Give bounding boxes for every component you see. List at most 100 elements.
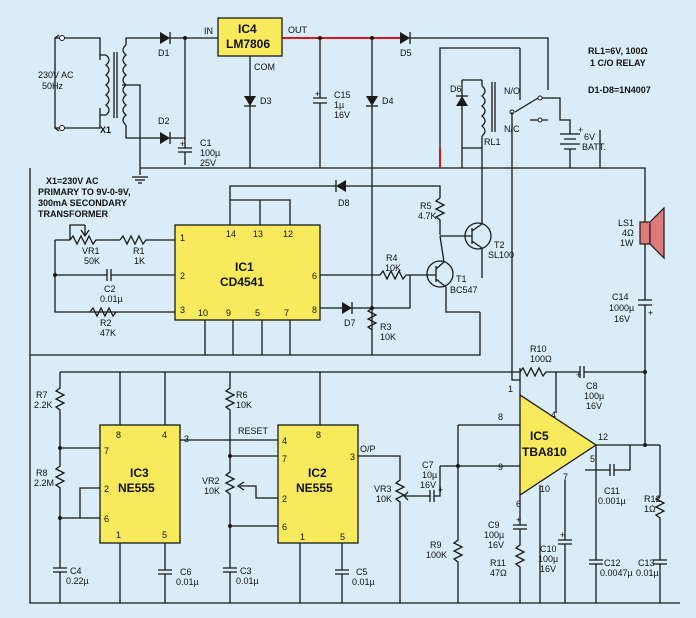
ac-label-line1: 230V AC: [38, 70, 74, 80]
svg-text:+: +: [315, 89, 320, 99]
capacitor-c15: + C15 1µ 16V: [313, 38, 351, 168]
c15-value: 1µ: [334, 100, 344, 110]
t2-name: T2: [494, 240, 505, 250]
r1-name: R1: [133, 246, 145, 256]
c3-name: C3: [240, 566, 252, 576]
r2-name: R2: [100, 318, 112, 328]
ic1-pin-3: 3: [180, 305, 185, 315]
ic5-pin-9: 9: [498, 462, 503, 472]
transformer-note-line4: TRANSFORMER: [38, 209, 108, 219]
ic5-pin-5: 5: [590, 454, 595, 464]
ic3-ne555: IC3 NE555 8 4 7 2 6 1 5 3 C6 0.01µ R7 2.…: [34, 372, 199, 603]
c12-name: C12: [604, 558, 621, 568]
r4-name: R4: [386, 253, 398, 263]
ic4-name: IC4: [238, 22, 257, 36]
ic5-pin-1: 1: [508, 384, 513, 394]
svg-text:+: +: [438, 485, 443, 495]
vr1-name: VR1: [82, 246, 100, 256]
ic3-pin-7: 7: [104, 446, 109, 456]
ic1-cd4541: IC1 CD4541 1 2 3 10 9 5 7 14 13 12 6 8 D…: [174, 180, 441, 355]
d7-label: D7: [344, 318, 356, 328]
ic2-pin-7: 7: [282, 454, 287, 464]
c8-name: C8: [586, 381, 598, 391]
ic1-pin-8: 8: [312, 305, 317, 315]
battery-voltage: 6V: [584, 132, 595, 142]
r4-value: 10K: [385, 263, 401, 273]
transformer-note-line3: 300mA SECONDARY: [38, 198, 127, 208]
ic2-pin-8: 8: [316, 430, 321, 440]
diode-spec-note: D1-D8=1N4007: [588, 85, 651, 95]
ic3-pin-6: 6: [104, 514, 109, 524]
transistor-stage: R5 4.7K T2 SL100 T1 BC547 R4 10K D7 R3 1…: [320, 197, 514, 355]
battery-label: BATT.: [582, 142, 606, 152]
c1-value: 100µ: [200, 148, 220, 158]
d8-label: D8: [338, 198, 350, 208]
r5-value: 4.7K: [418, 211, 437, 221]
diode-d4: D4: [366, 38, 394, 330]
ic1-pin-1: 1: [180, 233, 185, 243]
ic4-part: LM7806: [226, 37, 270, 51]
ic3-pin-8: 8: [116, 430, 121, 440]
ic5-pin-10: 10: [540, 484, 550, 494]
diode-d2: D2: [158, 116, 171, 144]
r7-value: 2.2K: [34, 400, 53, 410]
c4-value: 0.22µ: [66, 576, 89, 586]
ic5-pin-6: 6: [516, 499, 521, 509]
c14-voltage: 16V: [614, 314, 630, 324]
ic1-pin-7: 7: [284, 308, 289, 318]
transformer-note-line2: PRIMARY TO 9V-0-9V,: [38, 187, 131, 197]
c1-name: C1: [200, 138, 212, 148]
d4-label: D4: [382, 96, 394, 106]
r2-value: 47K: [100, 328, 116, 338]
ic4-in-label: IN: [204, 26, 213, 36]
ic3-name: IC3: [130, 466, 149, 480]
ic5-pin-8: 8: [498, 412, 503, 422]
c14-name: C14: [612, 292, 629, 302]
r11-name: R11: [490, 558, 506, 568]
r12-value: 1Ω: [644, 504, 656, 514]
vr3-value: 10K: [376, 494, 392, 504]
r10-name: R10: [530, 344, 547, 354]
c13-value: 0.01µ: [636, 568, 659, 578]
c9-name: C9: [488, 520, 500, 530]
ic5-part: TBA810: [522, 445, 567, 459]
ic3-pin-4: 4: [162, 430, 167, 440]
c14-value: 1000µ: [609, 303, 634, 313]
r5-name: R5: [420, 201, 432, 211]
r3-name: R3: [380, 322, 392, 332]
c10-value: 100µ: [538, 554, 558, 564]
svg-text:+: +: [576, 370, 581, 380]
ic5-pin-12: 12: [598, 432, 608, 442]
r9-value: 100K: [426, 550, 447, 560]
ic2-pin-2: 2: [282, 494, 287, 504]
r1-value: 1K: [134, 256, 145, 266]
ic2-pin-5: 5: [340, 532, 345, 542]
ic2-output-label: O/P: [360, 444, 376, 454]
vr3-name: VR3: [374, 484, 392, 494]
d1-label: D1: [158, 48, 170, 58]
ic2-pin-1: 1: [300, 532, 305, 542]
ic3-pin-1: 1: [116, 530, 121, 540]
c12-value: 0.0047µ: [600, 568, 633, 578]
diode-d5: D5: [400, 32, 549, 90]
r9-name: R9: [430, 540, 442, 550]
t2-part: SL100: [488, 250, 514, 260]
ic4-com-label: COM: [254, 62, 275, 72]
c5-name: C5: [356, 567, 368, 577]
ic5-pin-4: 4: [551, 410, 556, 420]
ic1-pin-14: 14: [226, 229, 236, 239]
c7-name: C7: [422, 460, 434, 470]
c8-value: 100µ: [584, 391, 604, 401]
ic1-name: IC1: [235, 260, 254, 274]
ic4-out-label: OUT: [288, 25, 308, 35]
ic5-pin-7: 7: [563, 472, 568, 482]
ac-input: 230V AC 50Hz: [38, 34, 101, 132]
c4-name: C4: [70, 566, 82, 576]
svg-text:+: +: [648, 308, 653, 318]
c10-name: C10: [540, 544, 557, 554]
diode-d1: D1: [158, 32, 171, 58]
r6-name: R6: [236, 390, 248, 400]
c2-value: 0.01µ: [100, 294, 123, 304]
ic2-pin-6: 6: [282, 522, 287, 532]
